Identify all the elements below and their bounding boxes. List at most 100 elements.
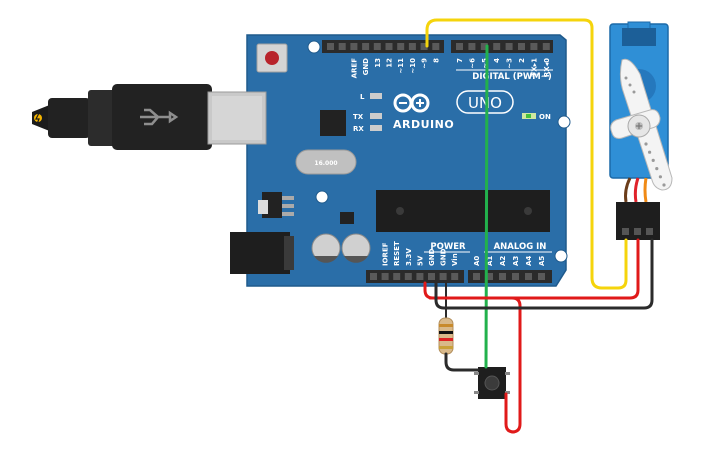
header-socket[interactable]	[381, 273, 389, 280]
header-socket[interactable]	[385, 43, 393, 50]
header-socket[interactable]	[512, 273, 519, 280]
header-socket[interactable]	[456, 43, 463, 50]
arduino-uno-board[interactable]: 16.000 L TX RX ON ARDUINO	[207, 34, 571, 287]
analog-header-label: ANALOG IN	[494, 242, 547, 252]
power-pin-label: Vin	[451, 253, 459, 266]
analog-pin-label: A5	[538, 256, 546, 266]
header-socket[interactable]	[439, 273, 447, 280]
atmega-chip	[376, 190, 550, 232]
led-l-label: L	[360, 93, 365, 101]
power-header	[366, 270, 464, 283]
arduino-logo: ARDUINO	[393, 93, 454, 131]
header-socket[interactable]	[373, 43, 381, 50]
digital-pin-label: ~9	[421, 58, 429, 69]
svg-text:16.000: 16.000	[314, 160, 337, 167]
header-socket[interactable]	[493, 43, 501, 50]
horn-hole	[658, 175, 663, 179]
header-socket[interactable]	[370, 273, 377, 280]
digital-pin-label: ~11	[397, 58, 405, 74]
resistor[interactable]	[438, 283, 454, 355]
power-pin-label: GND	[428, 248, 436, 266]
digital-pin-label: 4	[493, 58, 501, 63]
header-socket[interactable]	[428, 273, 435, 280]
header-socket[interactable]	[518, 43, 525, 50]
digital-pin-label: 8	[432, 58, 440, 63]
digital-pin-label: AREF	[350, 58, 358, 79]
digital-pin-label: ~3	[506, 58, 514, 69]
digital-pin-label: ~10	[409, 58, 417, 74]
header-socket[interactable]	[525, 273, 532, 280]
horn-hole	[662, 183, 666, 187]
header-socket[interactable]	[432, 43, 440, 50]
analog-pin-label: A0	[473, 256, 481, 266]
crystal-oscillator	[295, 149, 357, 175]
push-button[interactable]	[474, 367, 510, 399]
wire-button-pin8	[484, 44, 489, 369]
horn-hole	[632, 90, 636, 94]
micro-servo[interactable]	[609, 21, 673, 240]
wire-resistor-button	[444, 352, 480, 372]
digital-pin-label: 2	[518, 58, 526, 63]
header-socket[interactable]	[486, 273, 493, 280]
digital-pin-label: ~6	[468, 58, 476, 69]
header-socket[interactable]	[542, 43, 550, 50]
header-socket[interactable]	[505, 43, 513, 50]
dc-power-jack	[230, 232, 290, 274]
header-socket[interactable]	[362, 43, 370, 50]
horn-hole	[655, 167, 659, 171]
led-l	[370, 93, 382, 99]
header-socket[interactable]	[393, 273, 401, 280]
header-socket[interactable]	[451, 273, 459, 280]
led-rx	[370, 125, 382, 131]
header-socket[interactable]	[468, 43, 476, 50]
header-socket[interactable]	[338, 43, 346, 50]
header-socket[interactable]	[530, 43, 538, 50]
lightning-icon	[35, 112, 40, 125]
digital-pin-label: 12	[386, 58, 394, 68]
digital-pin-label: ~5	[481, 58, 489, 69]
led-tx-label: TX	[353, 113, 364, 121]
digital-header-right	[451, 40, 553, 53]
header-socket[interactable]	[416, 273, 424, 280]
header-socket[interactable]	[538, 273, 545, 280]
header-socket[interactable]	[420, 43, 428, 50]
mounting-hole	[554, 249, 568, 263]
brand-label: ARDUINO	[393, 118, 454, 131]
wires	[423, 18, 654, 434]
analog-pin-label: A1	[486, 256, 494, 266]
usb-interface-chip	[320, 110, 346, 136]
header-socket[interactable]	[327, 43, 334, 50]
header-socket[interactable]	[404, 273, 412, 280]
header-socket[interactable]	[480, 43, 488, 50]
header-socket[interactable]	[350, 43, 358, 50]
uno-badge	[456, 90, 514, 114]
header-socket[interactable]	[408, 43, 416, 50]
analog-pin-label: A2	[499, 256, 507, 266]
header-socket[interactable]	[473, 273, 480, 280]
horn-hole	[624, 76, 628, 80]
mounting-hole	[307, 40, 321, 54]
header-socket[interactable]	[499, 273, 506, 280]
digital-pin-label: 13	[374, 58, 382, 68]
wire-signal-pin9	[425, 18, 628, 290]
power-header-label: POWER	[430, 242, 466, 252]
model-label: UNO	[468, 94, 502, 112]
digital-header-label: DIGITAL (PWM~)	[472, 72, 552, 82]
digital-pin-label: GND	[362, 58, 370, 76]
usb-icon	[140, 108, 179, 126]
horn-hole	[651, 158, 655, 162]
digital-pin-label: TX▸1	[530, 58, 538, 77]
push-button-cap[interactable]	[484, 375, 500, 391]
screw-icon	[636, 123, 642, 129]
wire-gnd-servo	[434, 238, 654, 310]
analog-pin-label: A3	[512, 256, 520, 266]
digital-pin-label: 7	[456, 58, 464, 63]
header-socket[interactable]	[397, 43, 405, 50]
digital-pin-label: RX◂0	[543, 58, 551, 77]
power-pin-label: RESET	[393, 241, 401, 266]
horn-hole	[644, 142, 648, 146]
horn-hole	[628, 83, 632, 87]
wire-5v-servo	[423, 238, 640, 300]
usb-cable	[32, 84, 212, 150]
